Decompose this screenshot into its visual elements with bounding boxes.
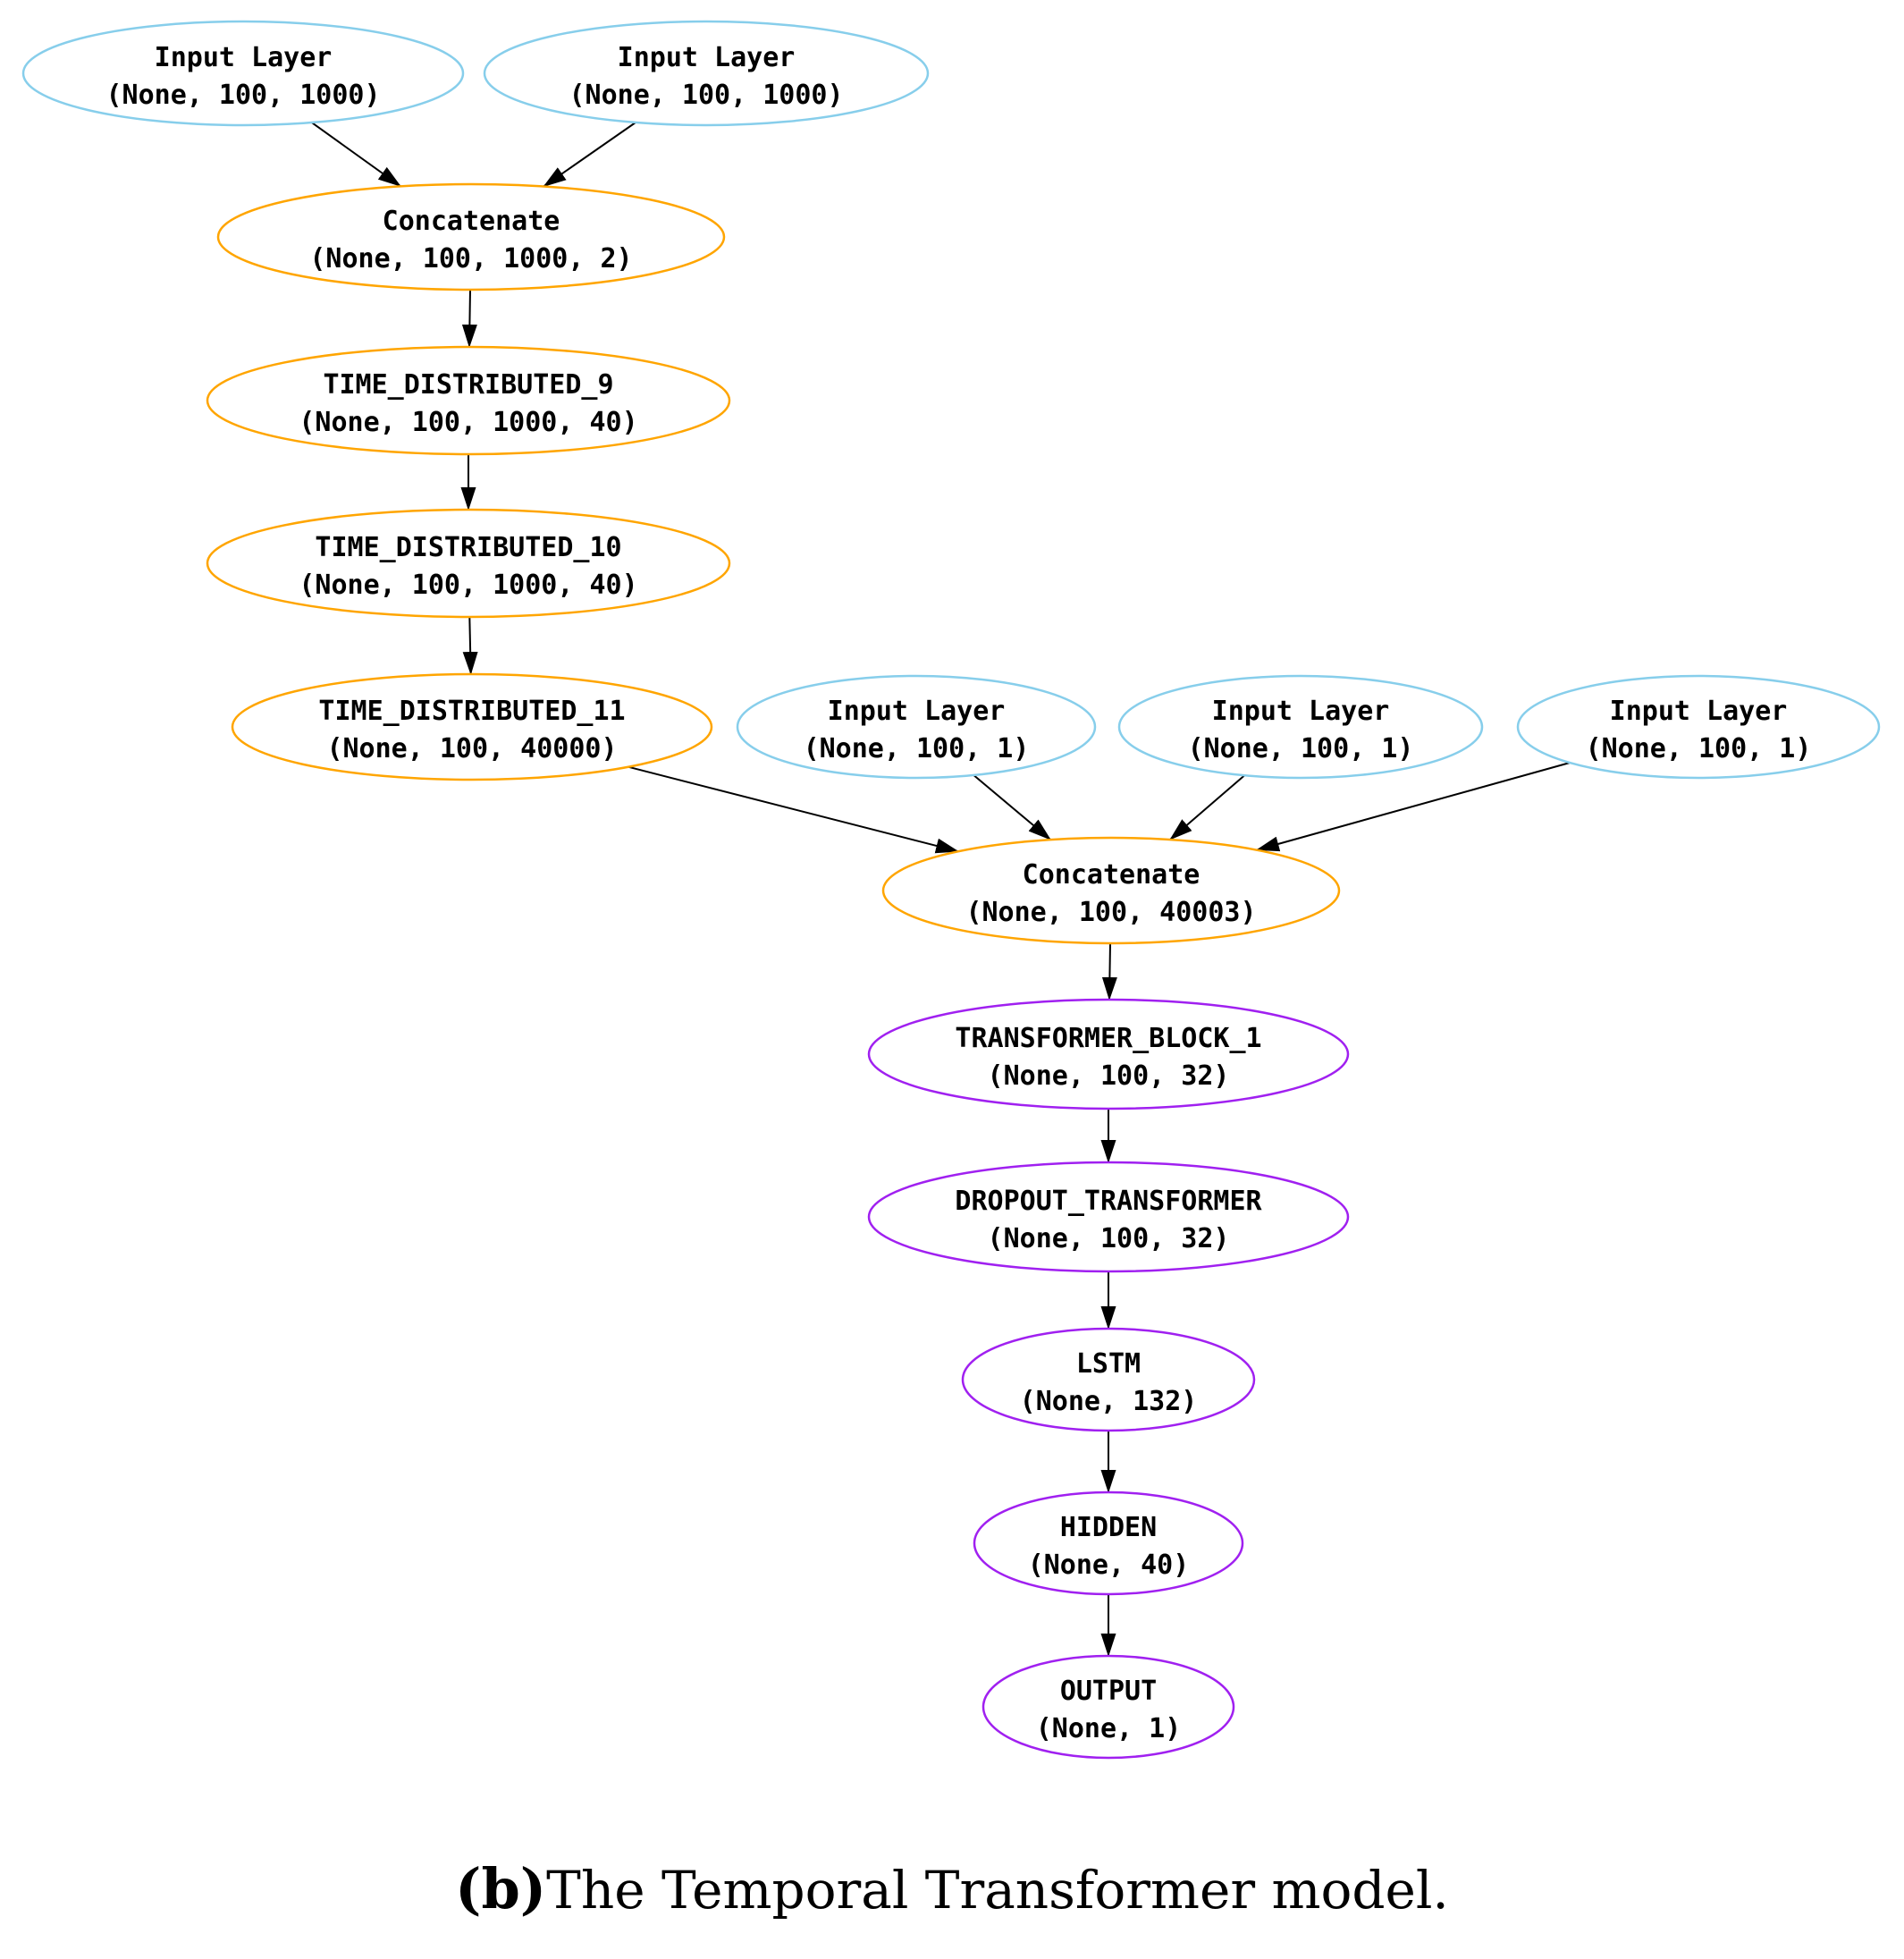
node-shape-label: (None, 100, 1)	[1188, 733, 1414, 764]
node-label: Input Layer	[1212, 696, 1390, 727]
node-dropout-transformer: DROPOUT_TRANSFORMER (None, 100, 32)	[867, 1161, 1350, 1273]
node-time-distributed-10: TIME_DISTRIBUTED_10 (None, 100, 1000, 40)	[206, 508, 731, 619]
caption-index: (b)	[455, 1856, 547, 1921]
node-ellipse	[21, 20, 465, 127]
node-ellipse	[231, 672, 713, 781]
node-label: TIME_DISTRIBUTED_11	[318, 696, 625, 727]
node-input-layer-3: Input Layer (None, 100, 1)	[736, 674, 1097, 780]
node-input-layer-5: Input Layer (None, 100, 1)	[1516, 674, 1881, 780]
node-shape-label: (None, 100, 1000)	[105, 80, 380, 111]
node-ellipse	[216, 182, 726, 291]
node-ellipse	[881, 836, 1341, 945]
edge-time-distributed-10-to-time-distributed-11	[462, 616, 478, 675]
node-transformer-block-1: TRANSFORMER_BLOCK_1 (None, 100, 32)	[867, 998, 1350, 1110]
node-shape-label: (None, 132)	[1020, 1386, 1198, 1417]
node-shape-label: (None, 100, 40000)	[326, 733, 617, 764]
node-label: Concatenate	[1023, 859, 1201, 891]
node-ellipse	[206, 345, 731, 456]
figure-caption: (b)The Temporal Transformer model.	[0, 1858, 1904, 1921]
node-label: Input Layer	[618, 42, 796, 73]
edge-concatenate-2-to-transformer-block-1	[1101, 942, 1117, 1001]
edge-time-distributed-11-to-concatenate-2	[628, 765, 959, 854]
node-time-distributed-9: TIME_DISTRIBUTED_9 (None, 100, 1000, 40)	[206, 345, 731, 456]
edge-input-layer-5-to-concatenate-2	[1255, 762, 1571, 852]
node-concatenate-2: Concatenate (None, 100, 40003)	[881, 836, 1341, 945]
node-time-distributed-11: TIME_DISTRIBUTED_11 (None, 100, 40000)	[231, 672, 713, 781]
node-label: TIME_DISTRIBUTED_10	[315, 532, 621, 563]
node-hidden: HIDDEN (None, 40)	[973, 1490, 1244, 1596]
node-input-layer-2: Input Layer (None, 100, 1000)	[483, 20, 930, 127]
node-input-layer-1: Input Layer (None, 100, 1000)	[21, 20, 465, 127]
node-shape-label: (None, 100, 1000, 40)	[299, 570, 637, 601]
node-ellipse	[867, 1161, 1350, 1273]
node-ellipse	[1117, 674, 1484, 780]
edge-concatenate-1-to-time-distributed-9	[461, 289, 477, 348]
node-label: Input Layer	[1610, 696, 1788, 727]
edge-input-layer-1-to-concatenate-1	[311, 122, 401, 188]
node-label: TIME_DISTRIBUTED_9	[323, 369, 613, 401]
node-label: OUTPUT	[1060, 1676, 1157, 1707]
node-label: DROPOUT_TRANSFORMER	[955, 1186, 1262, 1217]
node-output: OUTPUT (None, 1)	[981, 1654, 1235, 1760]
node-shape-label: (None, 100, 32)	[988, 1060, 1230, 1092]
node-concatenate-1: Concatenate (None, 100, 1000, 2)	[216, 182, 726, 291]
node-shape-label: (None, 40)	[1028, 1549, 1190, 1581]
node-label: Concatenate	[383, 206, 560, 237]
node-shape-label: (None, 100, 1000)	[569, 80, 843, 111]
node-shape-label: (None, 100, 1000, 40)	[299, 407, 637, 438]
node-label: Input Layer	[155, 42, 333, 73]
node-ellipse	[981, 1654, 1235, 1760]
node-ellipse	[736, 674, 1097, 780]
edge-input-layer-3-to-concatenate-2	[973, 774, 1051, 840]
node-label: TRANSFORMER_BLOCK_1	[955, 1023, 1261, 1054]
node-ellipse	[973, 1490, 1244, 1596]
node-ellipse	[206, 508, 731, 619]
node-label: HIDDEN	[1060, 1512, 1157, 1543]
node-ellipse	[483, 20, 930, 127]
node-ellipse	[1516, 674, 1881, 780]
node-shape-label: (None, 100, 1)	[1586, 733, 1812, 764]
edge-input-layer-4-to-concatenate-2	[1169, 774, 1245, 840]
node-shape-label: (None, 100, 1)	[804, 733, 1030, 764]
nodes-layer: Input Layer (None, 100, 1000) Input Layer (…	[21, 20, 1881, 1760]
node-ellipse	[961, 1327, 1256, 1432]
node-shape-label: (None, 100, 32)	[988, 1223, 1230, 1254]
edges-layer	[311, 122, 1571, 1657]
node-shape-label: (None, 100, 1000, 2)	[309, 243, 632, 274]
node-input-layer-4: Input Layer (None, 100, 1)	[1117, 674, 1484, 780]
edge-input-layer-2-to-concatenate-1	[543, 122, 636, 188]
node-label: Input Layer	[828, 696, 1006, 727]
caption-title: The Temporal Transformer model.	[546, 1860, 1449, 1921]
node-ellipse	[867, 998, 1350, 1110]
node-label: LSTM	[1076, 1348, 1141, 1380]
node-shape-label: (None, 100, 40003)	[965, 897, 1256, 928]
node-shape-label: (None, 1)	[1036, 1713, 1182, 1744]
node-lstm: LSTM (None, 132)	[961, 1327, 1256, 1432]
